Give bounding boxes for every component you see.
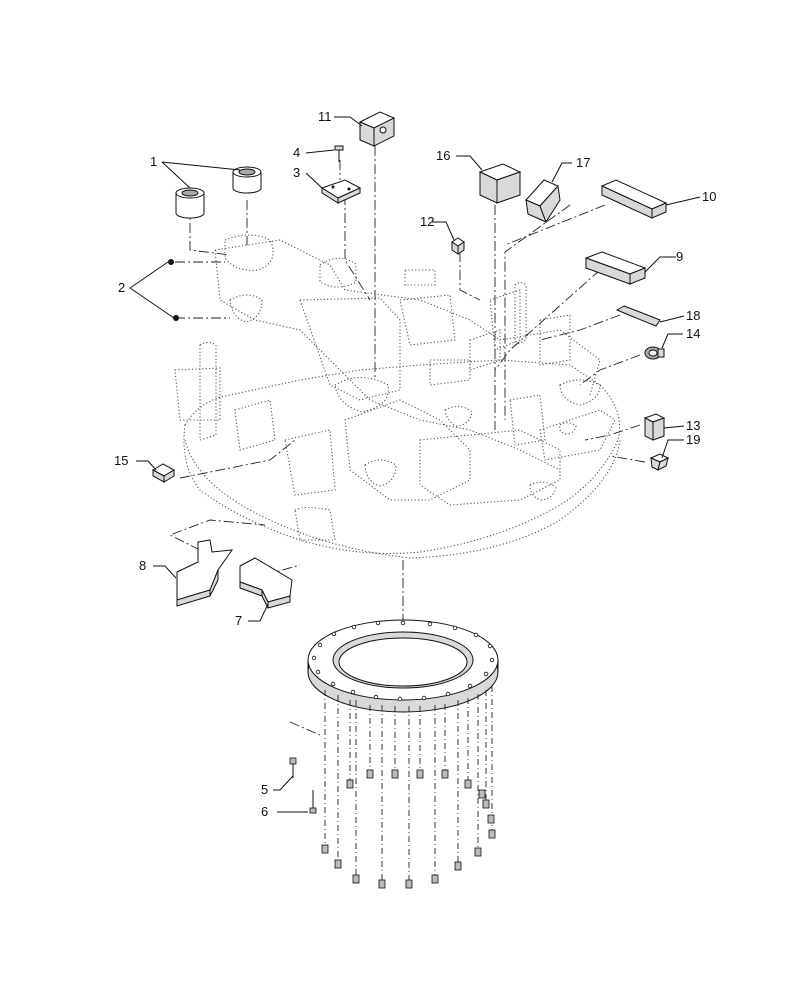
upper-frame xyxy=(174,234,621,559)
callout-8: 8 xyxy=(139,558,146,573)
part-7-plate xyxy=(239,557,293,609)
part-13-block xyxy=(643,413,666,441)
assembly-leader-lines xyxy=(168,128,646,736)
part-15-clip xyxy=(151,463,176,483)
callout-16: 16 xyxy=(436,148,450,163)
callout-labels: 1 2 3 4 5 6 7 8 9 10 11 12 13 14 15 16 1… xyxy=(114,109,716,819)
part-11-block xyxy=(358,111,396,147)
ring-bolts xyxy=(321,686,496,889)
callout-15: 15 xyxy=(114,453,128,468)
ring-bolt-holes xyxy=(311,620,495,702)
part-17-wedge xyxy=(525,179,561,224)
part-8-plate xyxy=(176,539,234,607)
callout-12: 12 xyxy=(420,214,434,229)
part-9-bar xyxy=(584,251,647,285)
part-12-spacer xyxy=(451,237,465,255)
callout-14: 14 xyxy=(686,326,700,341)
callout-9: 9 xyxy=(676,249,683,264)
callout-18: 18 xyxy=(686,308,700,323)
part-2-fittings xyxy=(168,259,179,321)
slewing-ring xyxy=(307,619,499,713)
callout-1: 1 xyxy=(150,154,157,169)
part-16-block xyxy=(478,163,522,204)
part-5-bolt xyxy=(289,757,297,778)
callout-5: 5 xyxy=(261,782,268,797)
part-1-bushings xyxy=(175,166,262,219)
part-14-plug xyxy=(644,346,665,360)
part-6-washer xyxy=(309,790,317,814)
callout-11: 11 xyxy=(318,109,332,124)
part-10-bar xyxy=(600,179,668,219)
callout-17: 17 xyxy=(576,155,590,170)
part-19-wedge xyxy=(649,453,670,471)
callout-4: 4 xyxy=(293,145,300,160)
callout-19: 19 xyxy=(686,432,700,447)
callout-13: 13 xyxy=(686,418,700,433)
part-3-plate xyxy=(320,179,362,204)
callout-7: 7 xyxy=(235,613,242,628)
part-18-strip xyxy=(615,305,661,327)
callout-2: 2 xyxy=(118,280,125,295)
callout-10: 10 xyxy=(702,189,716,204)
part-4-bolt xyxy=(334,145,344,162)
callout-leaders xyxy=(129,116,701,813)
callout-6: 6 xyxy=(261,804,268,819)
callout-3: 3 xyxy=(293,165,300,180)
